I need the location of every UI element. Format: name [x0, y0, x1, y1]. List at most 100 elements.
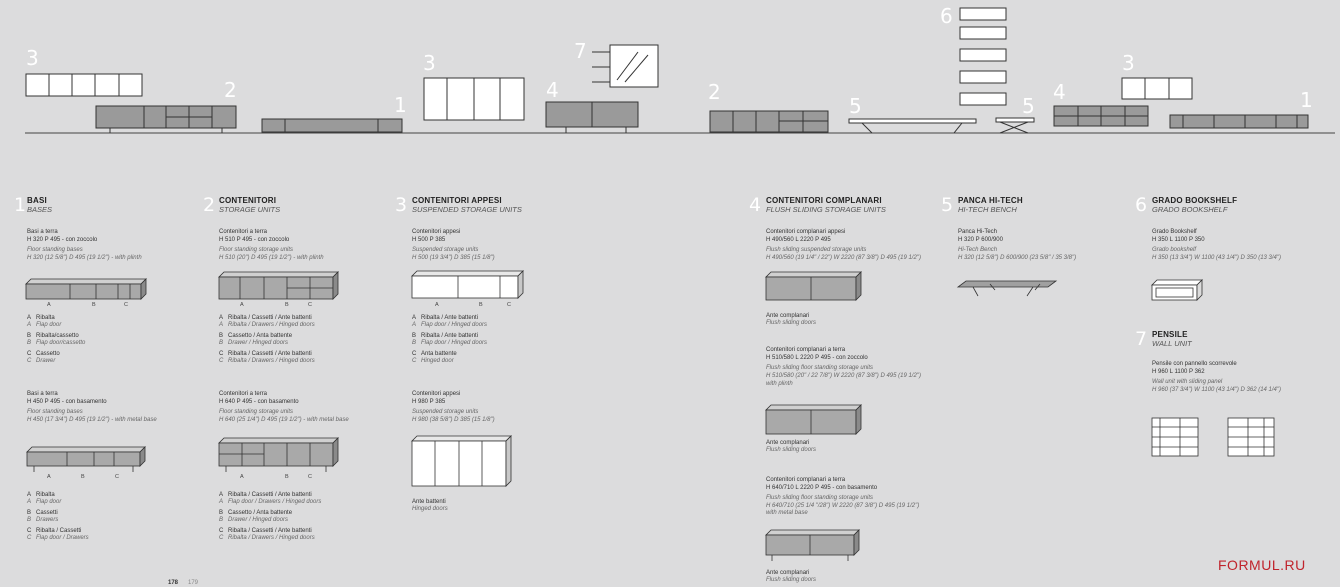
section-title: GRADO BOOKSHELF [1152, 196, 1238, 205]
legend-en: Flap door / Hinged doors [421, 322, 488, 328]
spec-en: Hi-Tech Bench [958, 247, 998, 253]
legend-en: Flap door / Drawers [36, 535, 89, 541]
legend-en: Ribalta / Drawers / Hinged doors [228, 358, 315, 364]
spec-dims: H 640 P 495 - con basamento [219, 399, 299, 405]
spec-title: Basi a terra [27, 391, 58, 397]
spec-dims: H 510/580 L 2220 P 495 - con zoccolo [766, 355, 868, 361]
spec-dims: H 450 P 495 - con basamento [27, 399, 107, 405]
legend-key: B [219, 517, 224, 523]
legend-key: A [219, 492, 224, 498]
section-number: 4 [749, 194, 762, 216]
legend-it: Ribalta / Cassetti [36, 528, 82, 534]
spec-en: Flush sliding suspended storage units [766, 247, 867, 253]
hero-number: 2 [708, 80, 721, 104]
page-number-secondary: 179 [188, 580, 199, 586]
legend-key: A [412, 315, 417, 321]
legend-it: Cassetto [36, 351, 60, 357]
column-label: B [479, 302, 483, 308]
legend-en: Drawers [36, 517, 59, 523]
spec-en-dims: H 510 (20") D 495 (19 1/2") - with plint… [219, 255, 324, 261]
column-label: C [124, 302, 128, 308]
spec-title: Contenitori a terra [219, 391, 268, 397]
hero-number: 5 [1022, 94, 1035, 118]
column-label: C [308, 474, 312, 480]
section-subtitle: SUSPENDED STORAGE UNITS [412, 205, 522, 214]
hero-number: 5 [849, 94, 862, 118]
spec-en: Flush sliding floor standing storage uni… [766, 365, 874, 371]
page-number: 178 [168, 580, 179, 586]
legend-key: C [219, 528, 224, 534]
flush-metal-drawing [765, 529, 860, 561]
spec-en-dims: H 320 (12 5/8") D 600/900 (23 5/8" / 35 … [958, 255, 1077, 261]
hero-number: 6 [940, 4, 953, 28]
legend-en: Drawer / Hinged doors [228, 340, 289, 346]
legend-key: B [27, 510, 32, 516]
legend-key: A [27, 499, 32, 505]
suspended-tall-drawing [411, 435, 512, 487]
column-label: C [507, 302, 511, 308]
wall-unit-drawing [1151, 417, 1275, 457]
section-title: CONTENITORI APPESI [412, 196, 502, 205]
spec-title: Panca Hi-Tech [958, 229, 998, 235]
flush-suspended-drawing [765, 271, 862, 301]
section-subtitle: FLUSH SLIDING STORAGE UNITS [766, 205, 886, 214]
hero-number: 4 [546, 78, 559, 102]
column-label: A [240, 302, 244, 308]
column-label: A [47, 474, 51, 480]
section-number: 6 [1135, 194, 1148, 216]
legend-key: C [412, 358, 417, 364]
spec-en: Wall unit with sliding panel [1152, 379, 1223, 385]
spec-title: Grado Bookshelf [1152, 229, 1197, 235]
spec-en-dims: H 640/710 (25 1/4 "/28") W 2220 (87 3/8"… [766, 503, 920, 509]
section-subtitle: HI-TECH BENCH [958, 205, 1017, 214]
watermark: FORMUL.RU [1218, 557, 1306, 573]
legend-it: Ribalta [36, 492, 55, 498]
column-label: B [81, 474, 85, 480]
legend-it: Cassetto / Anta battente [228, 333, 293, 339]
legend-en: Flap door / Drawers / Hinged doors [228, 499, 322, 505]
spec-en-dims: H 980 (38 5/8") D 385 (15 1/8") [412, 417, 495, 423]
hero-number: 3 [26, 46, 39, 70]
spec-en-dims: H 490/560 (19 1/4" / 22") W 2220 (87 3/8… [766, 255, 921, 261]
spec-dims: H 500 P 385 [412, 237, 446, 243]
legend-key: C [219, 351, 224, 357]
legend-it: Ribalta / Cassetti / Ante battenti [228, 528, 312, 534]
flush-plinth-drawing [765, 404, 862, 435]
legend-key: B [219, 510, 224, 516]
spec-dims: H 320 P 495 - con zoccolo [27, 237, 98, 243]
legend-en: Ribalta / Drawers / Hinged doors [228, 322, 315, 328]
section-title: PANCA HI-TECH [958, 196, 1023, 205]
column-label: A [435, 302, 439, 308]
legend-en: Flap door [36, 499, 62, 505]
legend-en: Drawer [36, 358, 56, 364]
legend-en: Ribalta / Drawers / Hinged doors [228, 535, 315, 541]
legend-it: Ribalta [36, 315, 55, 321]
legend-it: Ribalta/cassetto [36, 333, 79, 339]
spec-en: Grado bookshelf [1152, 247, 1197, 253]
bookshelf-drawing [1151, 279, 1203, 301]
legend-key: C [219, 358, 224, 364]
spec-en-dims: H 640 (25 1/4") D 495 (19 1/2") - with m… [219, 417, 349, 423]
spec-title: Basi a terra [27, 229, 58, 235]
legend-key: C [412, 351, 417, 357]
caption-en: Flush sliding doors [766, 577, 817, 583]
spec-title: Contenitori appesi [412, 229, 461, 235]
legend-key: B [27, 333, 32, 339]
section-number: 5 [941, 194, 954, 216]
spec-en-dims: H 500 (19 3/4") D 385 (15 1/8") [412, 255, 495, 261]
column-label: B [285, 302, 289, 308]
legend-key: B [412, 333, 417, 339]
caption: Ante complanari [766, 570, 810, 576]
column-label: B [285, 474, 289, 480]
section-subtitle: STORAGE UNITS [219, 205, 281, 214]
spec-title: Contenitori appesi [412, 391, 461, 397]
spec-dims: H 320 P 600/900 [958, 237, 1003, 243]
legend-en: Flap door/cassetto [36, 340, 86, 346]
storage-plinth-drawing [218, 271, 339, 300]
spec-title: Pensile con pannello scorrevole [1152, 361, 1237, 367]
legend-key: B [219, 333, 224, 339]
section-title: BASI [27, 196, 47, 205]
spec-en: Floor standing storage units [219, 247, 294, 253]
legend-key: A [27, 315, 32, 321]
base-metal-drawing [26, 446, 146, 472]
